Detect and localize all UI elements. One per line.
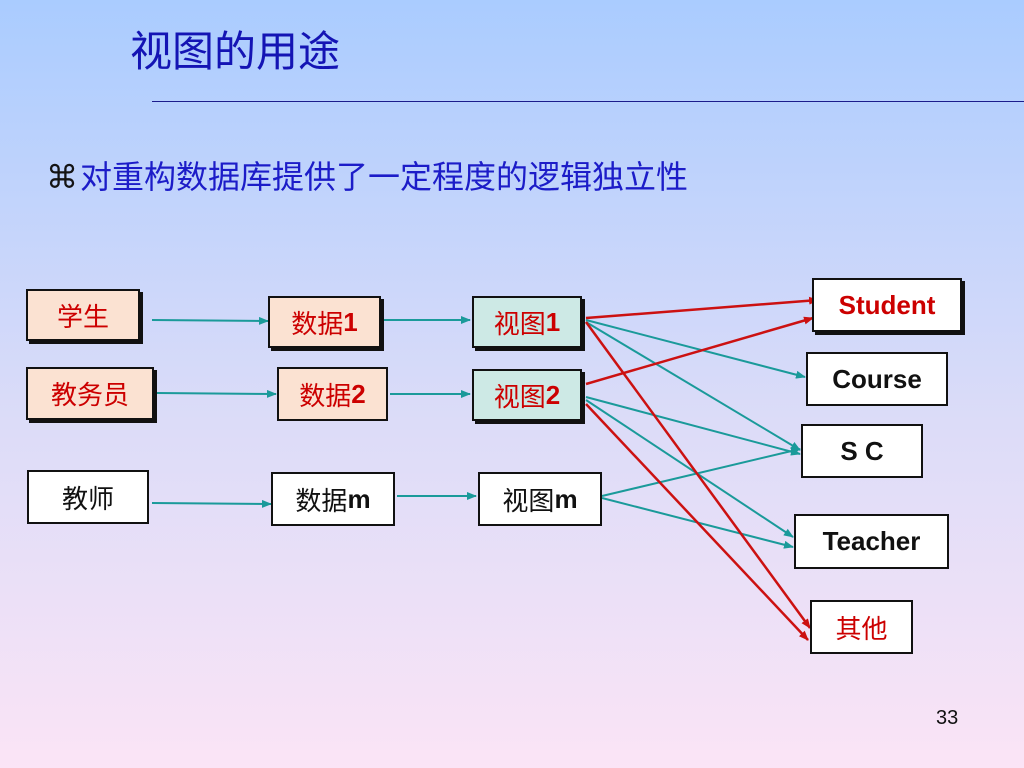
table-sc-box: S C [801,424,923,478]
table-other-box: 其他 [810,600,913,654]
arrow-student-data1 [151,316,269,325]
data-m-prefix: 数据 [295,486,348,517]
data-1-suffix: 1 [343,306,358,337]
table-teacher-box: Teacher [794,514,949,569]
bullet-icon: ⌘ [46,158,78,196]
view-1-prefix: 视图 [493,309,546,340]
table-other-label: 其他 [835,614,888,645]
page-number: 33 [936,707,959,729]
bullet-point: ⌘对重构数据库提供了一定程度的逻辑独立性 [46,152,688,198]
user-registrar-label: 教务员 [50,381,129,411]
arrow-view2-sc [585,396,801,456]
title-divider [152,101,1024,102]
table-student-box: Student [812,278,962,332]
view-1-suffix: 1 [545,306,561,337]
table-course-label: Course [832,363,922,394]
data-1-prefix: 数据 [291,309,344,340]
arrow-view1-sc [585,321,801,451]
user-teacher-label: 教师 [61,484,114,515]
arrow-registrar-data2 [156,389,277,398]
table-course-box: Course [806,352,948,406]
arrow-view1-student [585,296,819,320]
arrow-view1-course [585,319,806,379]
table-teacher-label: Teacher [822,526,921,556]
user-teacher-box: 教师 [27,470,149,524]
arrow-view2-teacher [585,399,794,538]
user-student-box: 学生 [26,289,140,341]
arrow-view2-other [585,403,809,641]
data-2-suffix: 2 [351,378,366,409]
data-m-suffix: m [347,483,371,514]
view-2-suffix: 2 [545,379,561,410]
bullet-text: 对重构数据库提供了一定程度的逻辑独立性 [80,158,689,196]
arrow-viewm-sc [601,447,801,497]
table-sc-label: S C [840,435,884,466]
user-registrar-box: 教务员 [26,367,154,420]
user-student-label: 学生 [56,302,109,333]
view-m-suffix: m [554,483,578,514]
table-student-label: Student [838,289,936,320]
data-2-prefix: 数据 [299,381,352,412]
view-m-prefix: 视图 [502,486,555,517]
view-2-prefix: 视图 [493,382,546,413]
arrow-teacher-datam [151,499,272,508]
slide-title: 视图的用途 [130,27,341,76]
arrow-view1-other [584,321,812,629]
